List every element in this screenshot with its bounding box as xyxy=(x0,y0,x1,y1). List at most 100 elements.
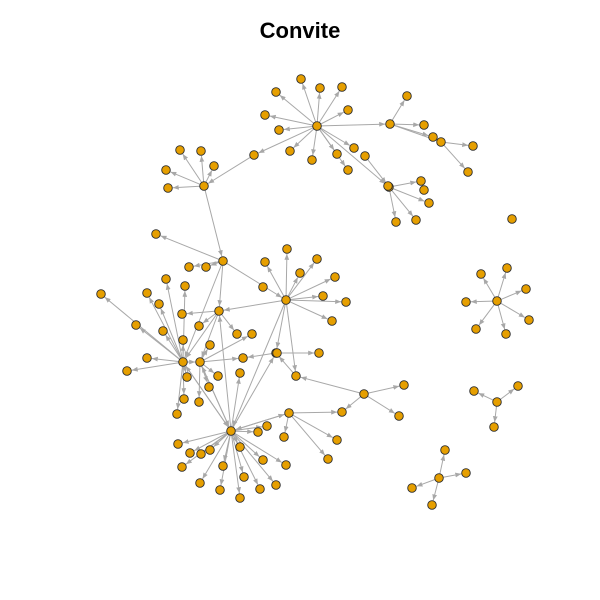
edge-C-E xyxy=(201,314,218,358)
edge-I-g4 xyxy=(345,396,362,410)
edge-A-B xyxy=(226,262,283,298)
edge-G-g3 xyxy=(292,414,334,439)
edge-F-f9 xyxy=(234,432,283,463)
graph-node-c3 xyxy=(131,320,141,330)
graph-node-r7 xyxy=(471,324,481,334)
edge-F-E xyxy=(201,366,230,428)
edge-D-d11 xyxy=(175,366,183,410)
graph-node-g3 xyxy=(332,435,342,445)
graph-node-rr5 xyxy=(391,217,401,227)
edge-A-C xyxy=(217,265,224,307)
graph-node-d11 xyxy=(172,409,182,419)
graph-node-rt3 xyxy=(436,137,446,147)
edge-RR-rr1 xyxy=(393,180,417,187)
edge-F-D xyxy=(185,365,229,428)
graph-node-r3 xyxy=(521,284,531,294)
graph-node-d7 xyxy=(235,368,245,378)
graph-node-d1 xyxy=(142,353,152,363)
edge-R1-r2 xyxy=(497,272,507,298)
edge-F-f12 xyxy=(223,435,231,462)
edge-T-t8 xyxy=(293,128,315,149)
edge-E-d5 xyxy=(203,364,215,374)
edge-R1-r4 xyxy=(470,299,493,305)
graph-node-D xyxy=(178,357,188,367)
edge-F-f6 xyxy=(231,435,241,494)
graph-node-d6 xyxy=(238,353,248,363)
edge-F-f17 xyxy=(232,434,239,444)
edge-T-t2 xyxy=(279,94,315,124)
edge-TL-tl1 xyxy=(182,153,203,183)
graph-node-f2 xyxy=(185,448,195,458)
graph-node-c8 xyxy=(154,299,164,309)
edge-E-c12 xyxy=(203,335,249,361)
edge-R3-u1 xyxy=(439,454,446,474)
edge-D-c3 xyxy=(139,327,180,360)
graph-node-R1 xyxy=(492,296,502,306)
graph-node-t3 xyxy=(315,83,325,93)
graph-node-u2 xyxy=(461,468,471,478)
graph-node-f6 xyxy=(235,493,245,503)
graph-node-d8 xyxy=(179,394,189,404)
edge-J-K xyxy=(278,356,294,374)
edge-C-c11 xyxy=(221,314,235,331)
graph-node-c7 xyxy=(178,335,188,345)
graph-node-tl4 xyxy=(161,165,171,175)
edge-R2-s3 xyxy=(492,406,498,423)
edge-D-c9 xyxy=(165,283,183,358)
graph-node-t13 xyxy=(349,143,359,153)
edge-E-d9 xyxy=(196,366,202,398)
graph-node-b3 xyxy=(312,254,322,264)
graph-node-a1 xyxy=(151,229,161,239)
graph-node-f13 xyxy=(196,449,206,459)
edge-E-d10 xyxy=(201,348,209,359)
graph-node-I xyxy=(359,389,369,399)
graph-node-rt4 xyxy=(468,141,478,151)
edge-rt3-rt4 xyxy=(445,142,469,148)
edge-rt3-rt5 xyxy=(443,144,466,169)
graph-node-t8 xyxy=(285,146,295,156)
graph-node-f5 xyxy=(215,485,225,495)
graph-node-rt5 xyxy=(463,167,473,177)
edge-C-c5 xyxy=(186,310,215,316)
edge-T-t3 xyxy=(316,92,322,122)
graph-node-u1 xyxy=(440,445,450,455)
graph-node-r6 xyxy=(501,329,511,339)
edge-F-f4 xyxy=(202,434,230,480)
graph-node-g4 xyxy=(337,407,347,417)
edge-F-C xyxy=(217,315,232,427)
edges-layer xyxy=(104,83,526,501)
graph-node-d9 xyxy=(194,397,204,407)
graph-node-u3 xyxy=(407,483,417,493)
graph-node-b9 xyxy=(258,282,268,292)
graph-node-c2 xyxy=(142,288,152,298)
edge-RT-rt1 xyxy=(391,99,405,121)
edge-F-f1 xyxy=(182,431,227,444)
edge-F-f8 xyxy=(233,433,274,482)
edge-R2-s1 xyxy=(478,392,494,401)
graph-node-rt1 xyxy=(402,91,412,101)
edge-D-c4 xyxy=(165,334,182,359)
edge-T-t6 xyxy=(320,111,344,125)
edge-t11-TL xyxy=(207,156,251,184)
graph-node-s2 xyxy=(513,381,523,391)
edge-F-K xyxy=(232,356,275,428)
edge-I-i1 xyxy=(368,385,400,394)
graph-node-t7 xyxy=(274,125,284,135)
edge-B-F xyxy=(232,303,285,427)
graph-node-f14 xyxy=(262,421,272,431)
edge-A-D xyxy=(184,264,222,358)
edge-R3-u4 xyxy=(432,482,439,501)
edge-R2-s2 xyxy=(500,388,515,400)
edge-RR-rr5 xyxy=(389,191,397,218)
graph-node-d2 xyxy=(122,366,132,376)
graph-node-T xyxy=(312,121,322,131)
edge-F-f2 xyxy=(193,432,228,452)
graph-node-c1 xyxy=(96,289,106,299)
graph-node-G xyxy=(284,408,294,418)
graph-node-t4 xyxy=(337,82,347,92)
edge-B-b2 xyxy=(284,253,290,296)
edge-T-t4 xyxy=(318,90,340,123)
edge-RR-rr3 xyxy=(392,188,425,202)
graph-node-b7 xyxy=(341,297,351,307)
edge-B-C xyxy=(223,300,282,312)
